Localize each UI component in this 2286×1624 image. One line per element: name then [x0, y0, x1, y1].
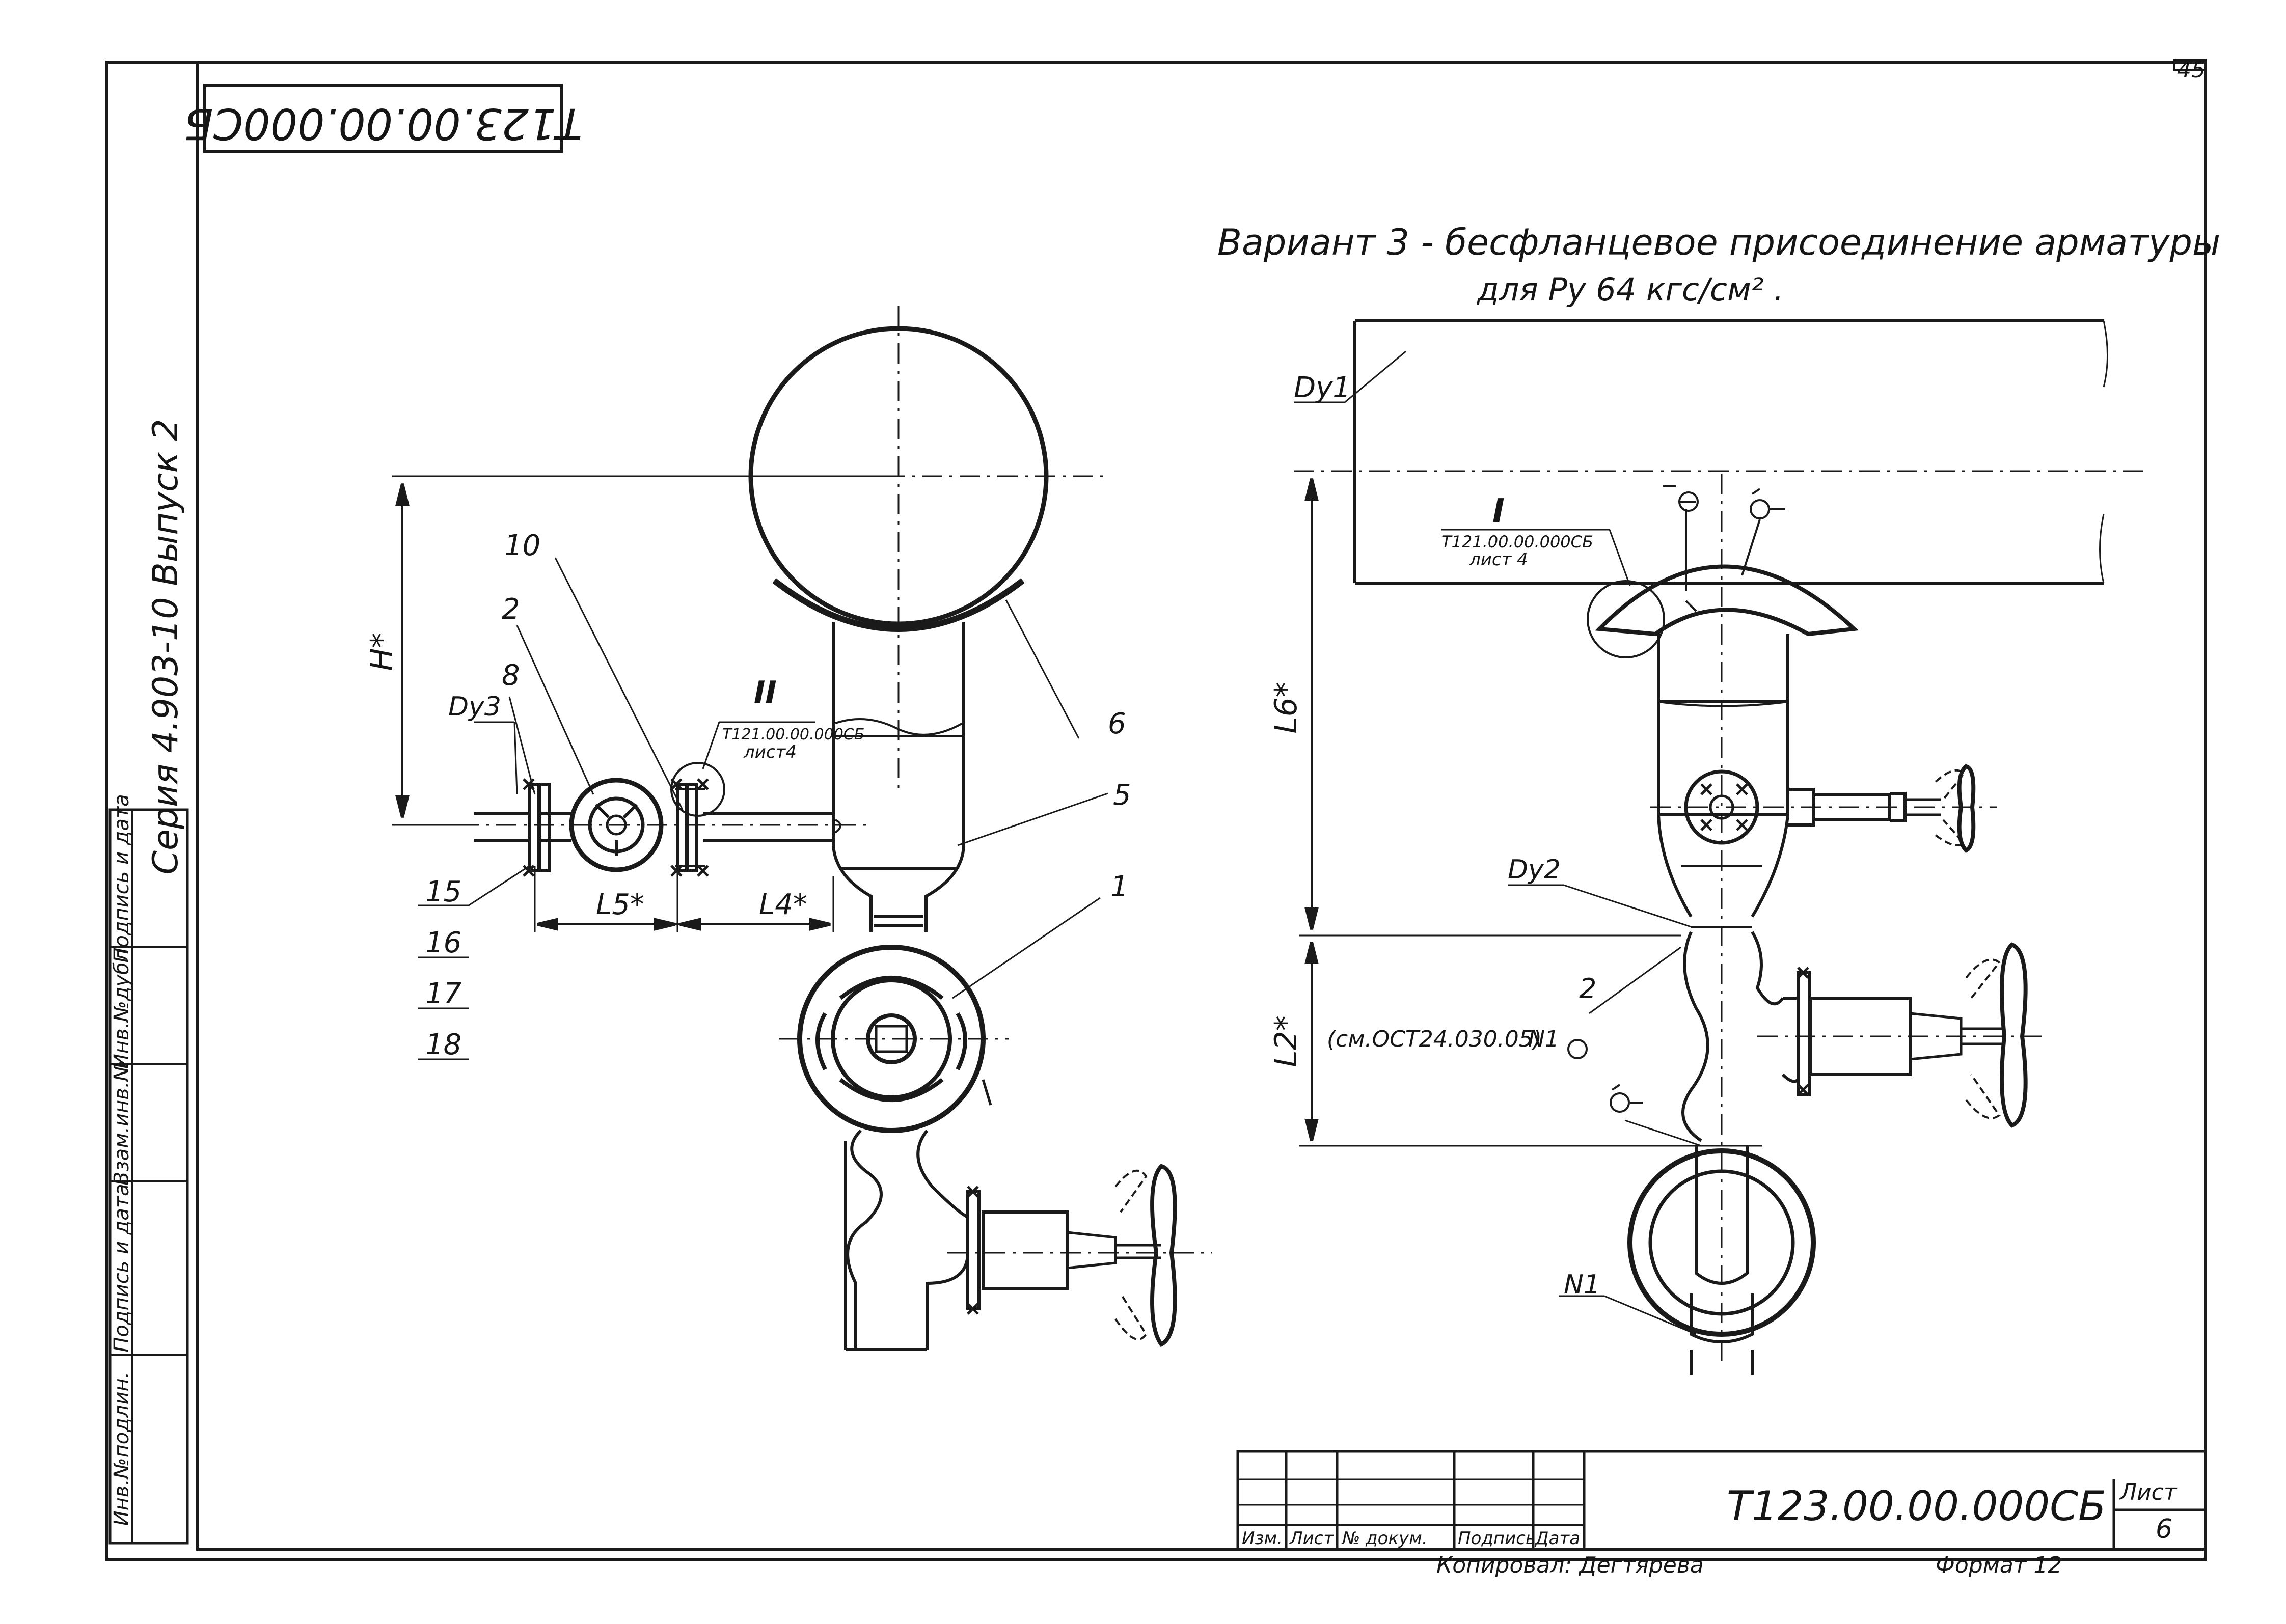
side-stamp: Инв.№подлин. Подпись и дата Взам.инв.№ И…: [108, 794, 189, 1545]
tb-header-izm: Изм.: [1242, 1528, 1283, 1549]
detail-sheet-left: лист4: [743, 742, 797, 762]
list-item-17: 17: [425, 977, 462, 1010]
variant-title: Вариант 3 - бесфланцевое присоединение а…: [1217, 222, 2220, 263]
detail-ref-left: Т121.00.00.000СБ: [722, 726, 864, 744]
part-5: 5: [1113, 779, 1131, 812]
ost-note: (см.ОСТ24.030.05): [1327, 1026, 1542, 1052]
sheet-frames: [105, 59, 2207, 1561]
part-2-right: 2: [1579, 973, 1596, 1005]
tb-header-sign: Подпись: [1458, 1528, 1536, 1549]
part-8: 8: [502, 659, 520, 692]
bolt-marks-right: [1700, 783, 1809, 1096]
tb-copied-by: Копировал: Дегтярева: [1436, 1552, 1704, 1578]
dim-L6: L6*: [1268, 682, 1304, 734]
stamp-inv-original: Инв.№подлин.: [110, 1372, 133, 1526]
stamp-inv-dup: Инв.№дубл.: [110, 943, 133, 1069]
series-label: Серия 4.903-10 Выпуск 2: [146, 419, 186, 875]
dim-L4: L4*: [759, 888, 807, 921]
stamp-replace-inv: Взам.инв.№: [110, 1060, 133, 1186]
label-N1-bottom: N1: [1564, 1270, 1600, 1300]
bolt-marks-left: [523, 778, 979, 1315]
top-code-box: [203, 84, 563, 153]
part-2: 2: [502, 593, 520, 626]
title-block: [1236, 1450, 2207, 1551]
label-Dy2: Dy2: [1508, 855, 1561, 885]
part-1: 1: [1110, 870, 1129, 903]
tb-format: Формат 12: [1936, 1552, 2062, 1578]
left-assembly: [392, 306, 1212, 1351]
detail-mark-II: II: [754, 675, 777, 710]
right-assembly: [1294, 319, 2149, 1375]
list-item-16: 16: [425, 926, 461, 959]
label-Dy1: Dy1: [1294, 371, 1351, 404]
tb-doc-code: Т123.00.00.000СБ: [1727, 1482, 2106, 1530]
detail-mark-I: I: [1492, 492, 1505, 530]
tb-sheet-label: Лист: [2119, 1479, 2178, 1505]
top-doc-code: Т123.00.00.000СБ: [184, 99, 582, 149]
tb-header-list: Лист: [1289, 1528, 1334, 1549]
tb-header-doc: № докум.: [1341, 1528, 1428, 1549]
stamp-sign-date-1: Подпись и дата: [110, 1183, 133, 1352]
part-6: 6: [1108, 707, 1126, 740]
tb-header-date: Дата: [1534, 1528, 1580, 1549]
page-number: 45: [2177, 57, 2206, 83]
list-item-15: 15: [425, 875, 461, 909]
detail-sheet-right: лист 4: [1469, 549, 1528, 570]
saddle-6: [772, 578, 1025, 632]
part-10: 10: [504, 529, 540, 562]
tb-sheet-number: 6: [2156, 1514, 2172, 1545]
detail-ref-right: Т121.00.00.000СБ: [1441, 532, 1593, 552]
list-item-18: 18: [425, 1028, 461, 1061]
variant-title-line2: для Ру 64 кгс/см² .: [1477, 271, 1784, 308]
label-N1-weld: N1: [1528, 1026, 1559, 1052]
label-Dy3: Dy3: [448, 692, 501, 722]
dim-H: Н*: [364, 632, 400, 671]
dim-L2: L2*: [1268, 1015, 1304, 1067]
dim-L5: L5*: [596, 888, 644, 921]
stamp-sign-date-2: Подпись и дата: [110, 794, 133, 962]
